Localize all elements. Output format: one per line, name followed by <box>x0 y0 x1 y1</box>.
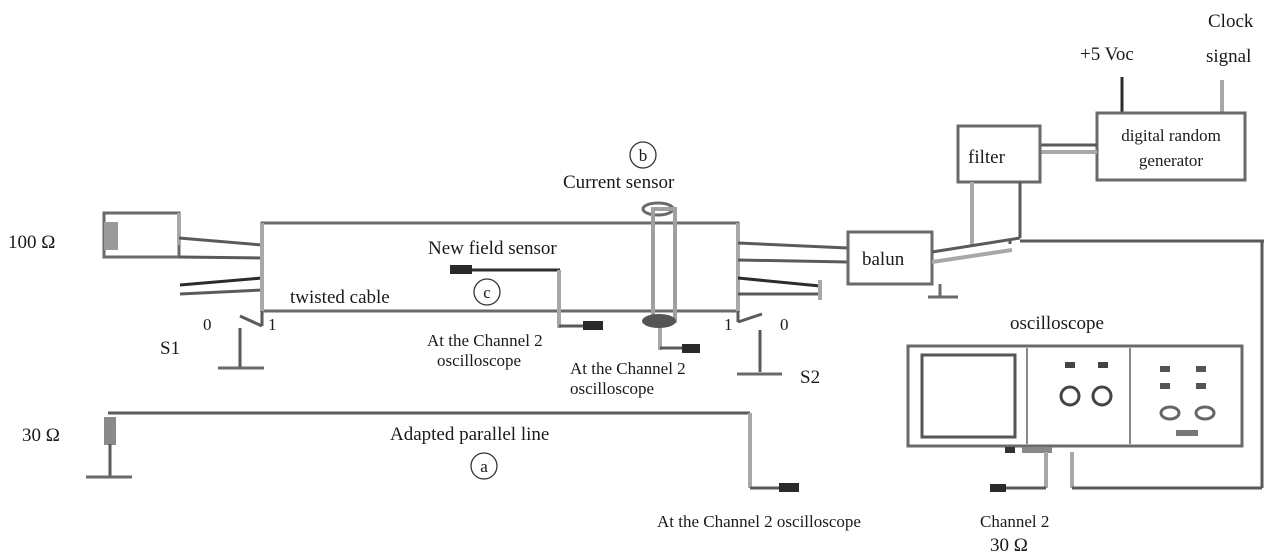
adapted-parallel-line <box>86 411 799 492</box>
filter-label: filter <box>968 147 1006 168</box>
digital-random-generator: digital random generator <box>1095 111 1247 182</box>
probe-b-label-line1: At the Channel 2 <box>570 359 686 378</box>
twisted-cable: twisted cable <box>260 221 740 313</box>
s1-pos0-label: 0 <box>203 315 212 334</box>
clock-input: Clock signal <box>1206 11 1254 112</box>
resistor-100-label: 100 Ω <box>8 232 55 253</box>
clock-signal-label-line1: Clock <box>1208 11 1254 32</box>
oscilloscope-label: oscilloscope <box>1010 313 1104 334</box>
filter-block: filter <box>956 124 1042 184</box>
oscilloscope <box>906 344 1244 453</box>
switch-s2 <box>736 311 782 376</box>
marker-b: b <box>629 141 657 169</box>
probe-b-label-line2: oscilloscope <box>570 379 654 398</box>
knob-icon <box>1059 385 1081 407</box>
knob-icon <box>1091 385 1113 407</box>
supply-label: +5 Voc <box>1080 44 1134 65</box>
svg-text:a: a <box>480 457 488 476</box>
marker-a: a <box>470 452 498 480</box>
s2-label: S2 <box>800 367 820 388</box>
twisted-cable-label: twisted cable <box>290 287 390 308</box>
s1-label: S1 <box>160 338 180 359</box>
resistor-30-right-label: 30 Ω <box>990 535 1028 555</box>
balun-block: balun <box>846 230 934 286</box>
s2-pos1-label: 1 <box>724 315 733 334</box>
new-field-sensor <box>450 265 603 330</box>
probe-c-label-line1: At the Channel 2 <box>427 331 543 350</box>
s2-pos0-label: 0 <box>780 315 789 334</box>
current-sensor-label: Current sensor <box>563 172 675 193</box>
balun-ground <box>928 284 958 299</box>
generator-label-line2: generator <box>1139 151 1204 170</box>
oscilloscope-screen <box>920 353 1017 439</box>
adapted-parallel-line-label: Adapted parallel line <box>390 424 549 445</box>
s1-pos1-label: 1 <box>268 315 277 334</box>
switch-s1 <box>218 311 264 370</box>
supply-input: +5 Voc <box>1080 44 1134 112</box>
marker-c: c <box>473 278 501 306</box>
resistor-100 <box>102 211 263 296</box>
svg-text:b: b <box>639 146 648 165</box>
generator-label-line1: digital random <box>1121 126 1221 145</box>
new-field-sensor-label: New field sensor <box>428 238 557 259</box>
clock-signal-label-line2: signal <box>1206 46 1251 67</box>
resistor-30-left-label: 30 Ω <box>22 425 60 446</box>
current-sensor <box>641 201 700 353</box>
probe-a-label: At the Channel 2 oscilloscope <box>657 512 861 531</box>
svg-text:c: c <box>483 283 491 302</box>
channel-2-label: Channel 2 <box>980 512 1049 531</box>
balun-label: balun <box>862 249 905 270</box>
probe-c-label-line2: oscilloscope <box>437 351 521 370</box>
